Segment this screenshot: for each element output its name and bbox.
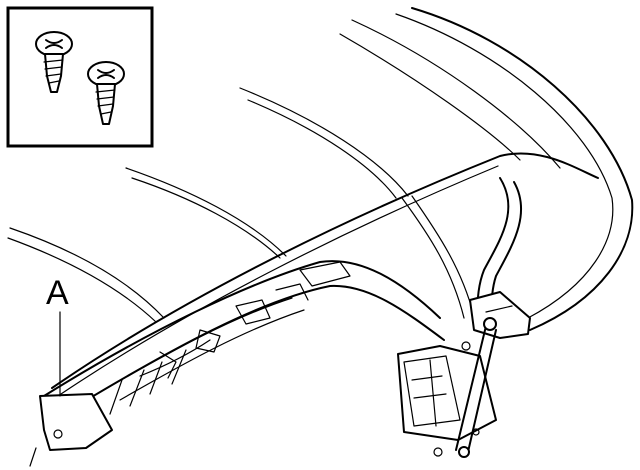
callout-a-label: A [46,274,69,312]
side-rail-mechanism [29,177,531,467]
fastener-inset [6,6,154,148]
callout-a: A [46,274,69,397]
inset-frame [6,6,154,148]
self-tapping-screw-icon [87,61,125,125]
roof-fabric [7,7,634,397]
self-tapping-screw-icon [35,31,73,93]
